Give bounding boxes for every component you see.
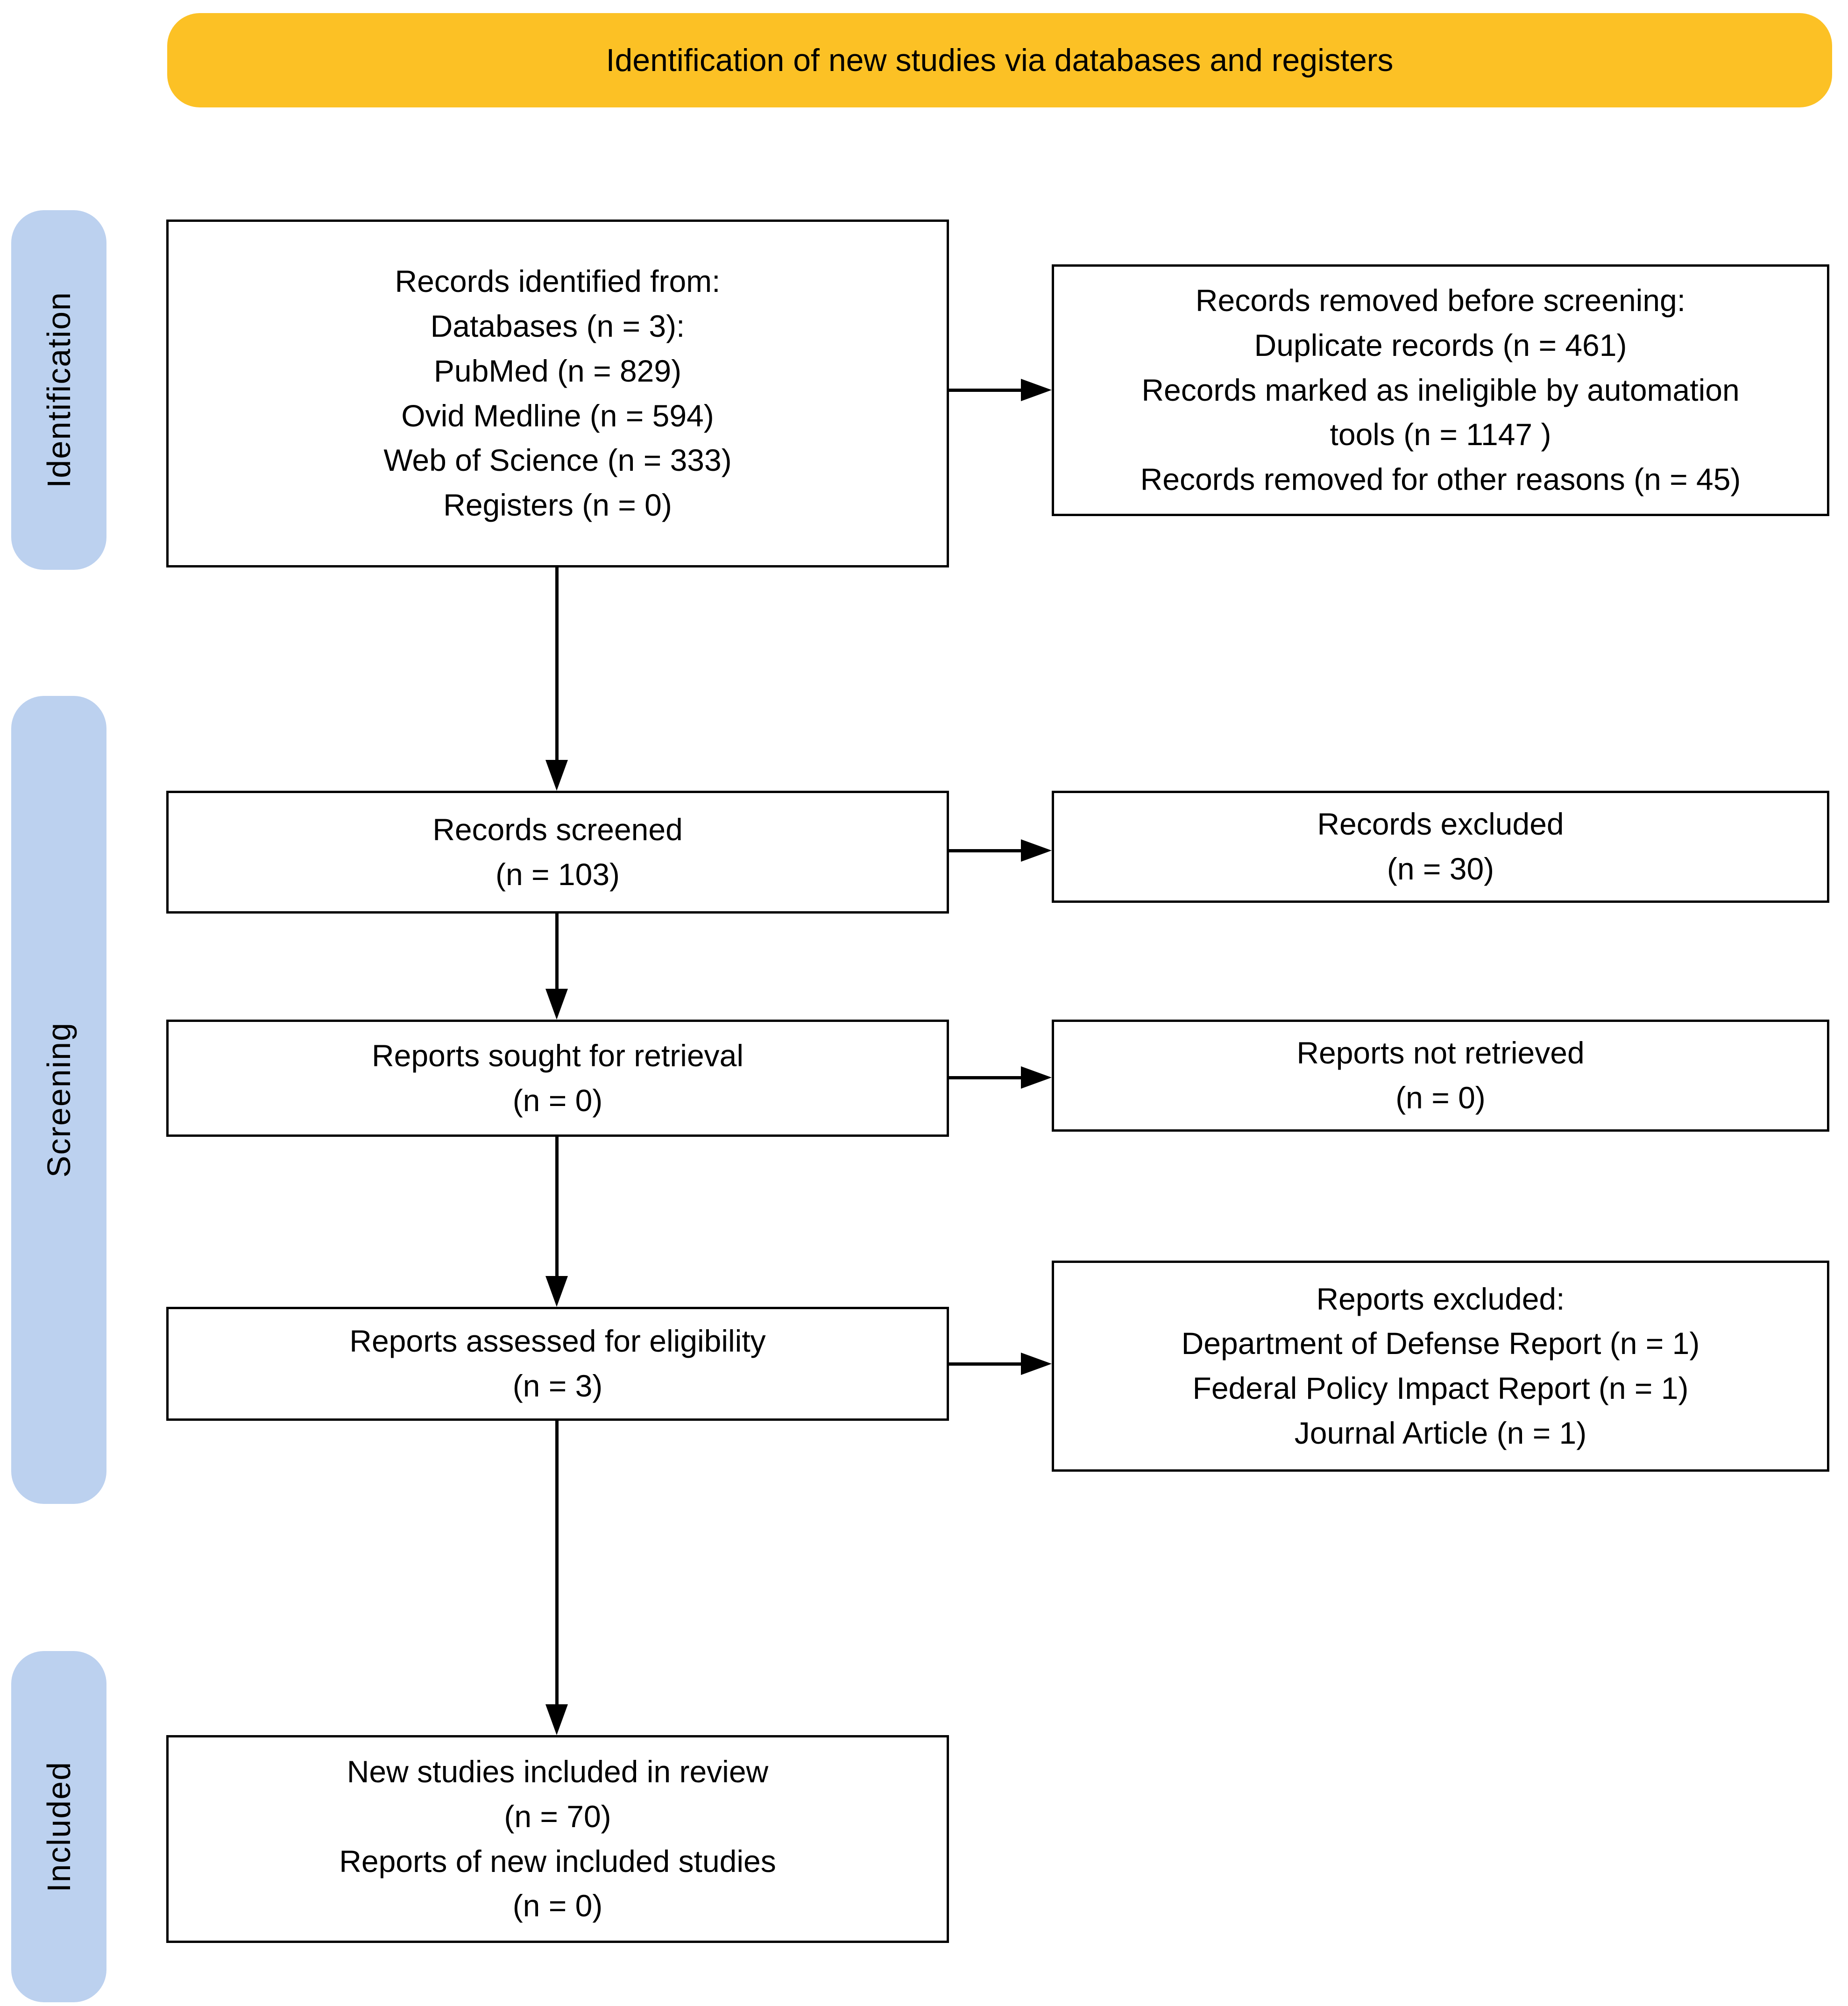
- box-text-line: Reports sought for retrieval: [371, 1038, 744, 1073]
- box-text-line: tools (n = 1147 ): [1330, 417, 1551, 452]
- arrow-line-identified-to-screened: [555, 567, 559, 760]
- box-text-line: Web of Science (n = 333): [383, 443, 732, 478]
- arrow-line-sought-to-not-retrieved: [949, 1076, 1021, 1079]
- stage-included-label: Included: [41, 1761, 77, 1893]
- box-text-line: Databases (n = 3):: [430, 309, 685, 344]
- arrowhead-down-sought-to-assessed: [545, 1276, 568, 1307]
- arrowhead-down-assessed-to-included: [545, 1704, 568, 1735]
- box-text-line: (n = 0): [1395, 1080, 1486, 1115]
- box-text-line: (n = 0): [512, 1083, 603, 1118]
- box-reports-assessed-for-eligibility: Reports assessed for eligibility (n = 3): [166, 1307, 949, 1421]
- box-records-identified: Records identified from: Databases (n = 3…: [166, 220, 949, 567]
- box-text-line: Records marked as ineligible by automati…: [1141, 372, 1740, 407]
- box-reports-sought-for-retrieval: Reports sought for retrieval (n = 0): [166, 1020, 949, 1137]
- stage-screening-label: Screening: [41, 1022, 77, 1178]
- stage-identification-label: Identification: [41, 291, 77, 489]
- arrow-line-identified-to-removed: [949, 389, 1021, 392]
- box-text-line: Federal Policy Impact Report (n = 1): [1192, 1371, 1689, 1405]
- box-reports-excluded: Reports excluded: Department of Defense R…: [1052, 1261, 1829, 1472]
- box-text-line: (n = 103): [496, 857, 620, 892]
- arrow-line-assessed-to-included: [555, 1421, 559, 1705]
- box-text-line: Duplicate records (n = 461): [1254, 327, 1627, 362]
- arrowhead-right-screened-to-excluded: [1021, 839, 1052, 862]
- box-text-line: Ovid Medline (n = 594): [401, 398, 714, 433]
- arrow-line-screened-to-excluded: [949, 849, 1021, 852]
- box-text-line: (n = 3): [512, 1368, 603, 1403]
- box-records-removed-before-screening: Records removed before screening: Duplica…: [1052, 264, 1829, 516]
- box-text-line: Records screened: [432, 812, 683, 847]
- box-text-line: Reports of new included studies: [339, 1843, 776, 1878]
- box-text-line: (n = 0): [512, 1888, 603, 1923]
- box-text-line: New studies included in review: [347, 1754, 769, 1789]
- box-new-studies-included: New studies included in review (n = 70) Re…: [166, 1735, 949, 1943]
- arrow-line-screened-to-sought: [555, 914, 559, 989]
- box-records-screened: Records screened (n = 103): [166, 791, 949, 914]
- arrowhead-down-screened-to-sought: [545, 989, 568, 1020]
- arrowhead-down-identified-to-screened: [545, 760, 568, 791]
- box-text-line: Records excluded: [1317, 807, 1564, 842]
- arrow-line-assessed-to-reports-excluded: [949, 1362, 1021, 1366]
- box-text-line: Records removed before screening:: [1195, 283, 1686, 318]
- arrow-line-sought-to-assessed: [555, 1137, 559, 1276]
- box-text-line: Reports not retrieved: [1296, 1035, 1585, 1070]
- arrowhead-right-identified-to-removed: [1021, 379, 1052, 401]
- stage-identification: Identification: [11, 210, 106, 570]
- arrowhead-right-sought-to-not-retrieved: [1021, 1066, 1052, 1089]
- box-text-line: Journal Article (n = 1): [1294, 1415, 1587, 1450]
- box-reports-not-retrieved: Reports not retrieved (n = 0): [1052, 1020, 1829, 1132]
- stage-included: Included: [11, 1651, 106, 2002]
- banner-identification-of-new-studies: Identification of new studies via databa…: [167, 13, 1832, 107]
- arrowhead-right-assessed-to-reports-excluded: [1021, 1353, 1052, 1375]
- box-text-line: Reports excluded:: [1316, 1281, 1565, 1316]
- box-text-line: Records removed for other reasons (n = 4…: [1140, 462, 1741, 497]
- box-records-excluded: Records excluded (n = 30): [1052, 791, 1829, 903]
- box-text-line: Reports assessed for eligibility: [349, 1324, 766, 1359]
- box-text-line: Records identified from:: [395, 264, 721, 299]
- box-text-line: (n = 30): [1387, 851, 1494, 886]
- box-text-line: Registers (n = 0): [443, 487, 672, 522]
- box-text-line: Department of Defense Report (n = 1): [1181, 1326, 1700, 1361]
- stage-screening: Screening: [11, 696, 106, 1504]
- box-text-line: PubMed (n = 829): [433, 353, 682, 388]
- box-text-line: (n = 70): [504, 1799, 611, 1834]
